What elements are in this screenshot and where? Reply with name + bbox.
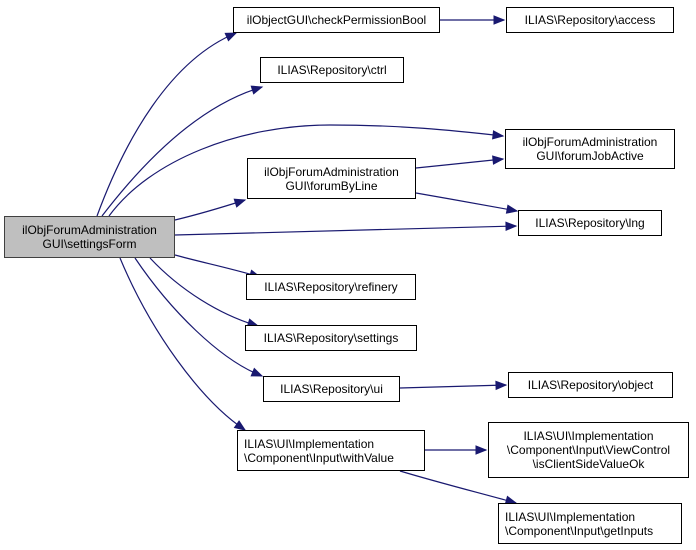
node-refinery[interactable]: ILIAS\Repository\refinery xyxy=(246,274,416,300)
node-lng[interactable]: ILIAS\Repository\lng xyxy=(518,210,662,236)
node-label: ilObjectGUI\checkPermissionBool xyxy=(246,13,427,27)
node-settingsForm[interactable]: ilObjForumAdministration GUI\settingsFor… xyxy=(4,216,175,258)
edge-forumByLine-to-lng xyxy=(415,192,518,212)
node-object[interactable]: ILIAS\Repository\object xyxy=(508,372,673,398)
node-label: ILIAS\Repository\ctrl xyxy=(277,63,387,77)
node-getInputs[interactable]: ILIAS\UI\Implementation \Component\Input… xyxy=(498,503,682,544)
edge-root-to-forumJobActive xyxy=(108,124,504,217)
node-forumJobActive[interactable]: ilObjForumAdministration GUI\forumJobAct… xyxy=(505,129,675,169)
edge-root-to-lng xyxy=(174,225,517,236)
edge-root-to-ui xyxy=(134,257,263,377)
node-label: ILIAS\UI\Implementation \Component\Input… xyxy=(506,429,671,471)
node-label: ilObjForumAdministration GUI\forumJobAct… xyxy=(522,135,658,163)
arrowhead-icon xyxy=(475,445,488,455)
node-label: ilObjForumAdministration GUI\settingsFor… xyxy=(22,223,157,251)
edge-root-to-ctrl xyxy=(101,86,263,217)
node-label: ilObjForumAdministration GUI\forumByLine xyxy=(264,164,399,193)
node-label: ILIAS\Repository\lng xyxy=(535,216,645,230)
edge-ui-to-object xyxy=(399,384,507,389)
arrowhead-icon xyxy=(505,204,519,214)
arrowhead-icon xyxy=(233,198,247,208)
arrowhead-icon xyxy=(492,155,505,165)
edge-root-to-checkPermissionBool xyxy=(96,32,237,217)
node-label: ILIAS\Repository\settings xyxy=(263,331,399,345)
edge-withValue-to-getInputs xyxy=(399,470,517,504)
node-forumByLine[interactable]: ilObjForumAdministration GUI\forumByLine xyxy=(247,158,416,199)
arrowhead-icon xyxy=(224,32,238,42)
node-label: ILIAS\UI\Implementation \Component\Input… xyxy=(244,436,394,465)
arrowhead-icon xyxy=(250,367,264,377)
arrowhead-icon xyxy=(505,221,518,231)
node-label: ILIAS\Repository\ui xyxy=(280,382,383,396)
edge-forumByLine-to-forumJobActive xyxy=(415,158,504,169)
arrowhead-icon xyxy=(492,130,505,140)
node-label: ILIAS\Repository\access xyxy=(524,13,656,27)
arrowhead-icon xyxy=(493,15,506,25)
node-checkPermissionBool[interactable]: ilObjectGUI\checkPermissionBool xyxy=(233,7,440,33)
edge-root-to-forumByLine xyxy=(174,199,246,221)
node-withValue[interactable]: ILIAS\UI\Implementation \Component\Input… xyxy=(237,430,425,471)
node-label: ILIAS\UI\Implementation \Component\Input… xyxy=(505,509,654,538)
arrowhead-icon xyxy=(250,85,264,95)
edge-root-to-settings xyxy=(149,257,259,327)
node-settings[interactable]: ILIAS\Repository\settings xyxy=(245,325,417,351)
node-ui[interactable]: ILIAS\Repository\ui xyxy=(263,376,400,402)
node-ctrl[interactable]: ILIAS\Repository\ctrl xyxy=(260,57,404,83)
edge-root-to-withValue xyxy=(119,257,246,431)
node-isClientSideValueOk[interactable]: ILIAS\UI\Implementation \Component\Input… xyxy=(488,422,689,478)
arrowhead-icon xyxy=(495,380,508,391)
node-label: ILIAS\Repository\refinery xyxy=(264,280,398,294)
node-label: ILIAS\Repository\object xyxy=(527,378,654,392)
arrowhead-icon xyxy=(233,420,247,431)
node-access[interactable]: ILIAS\Repository\access xyxy=(506,7,674,33)
